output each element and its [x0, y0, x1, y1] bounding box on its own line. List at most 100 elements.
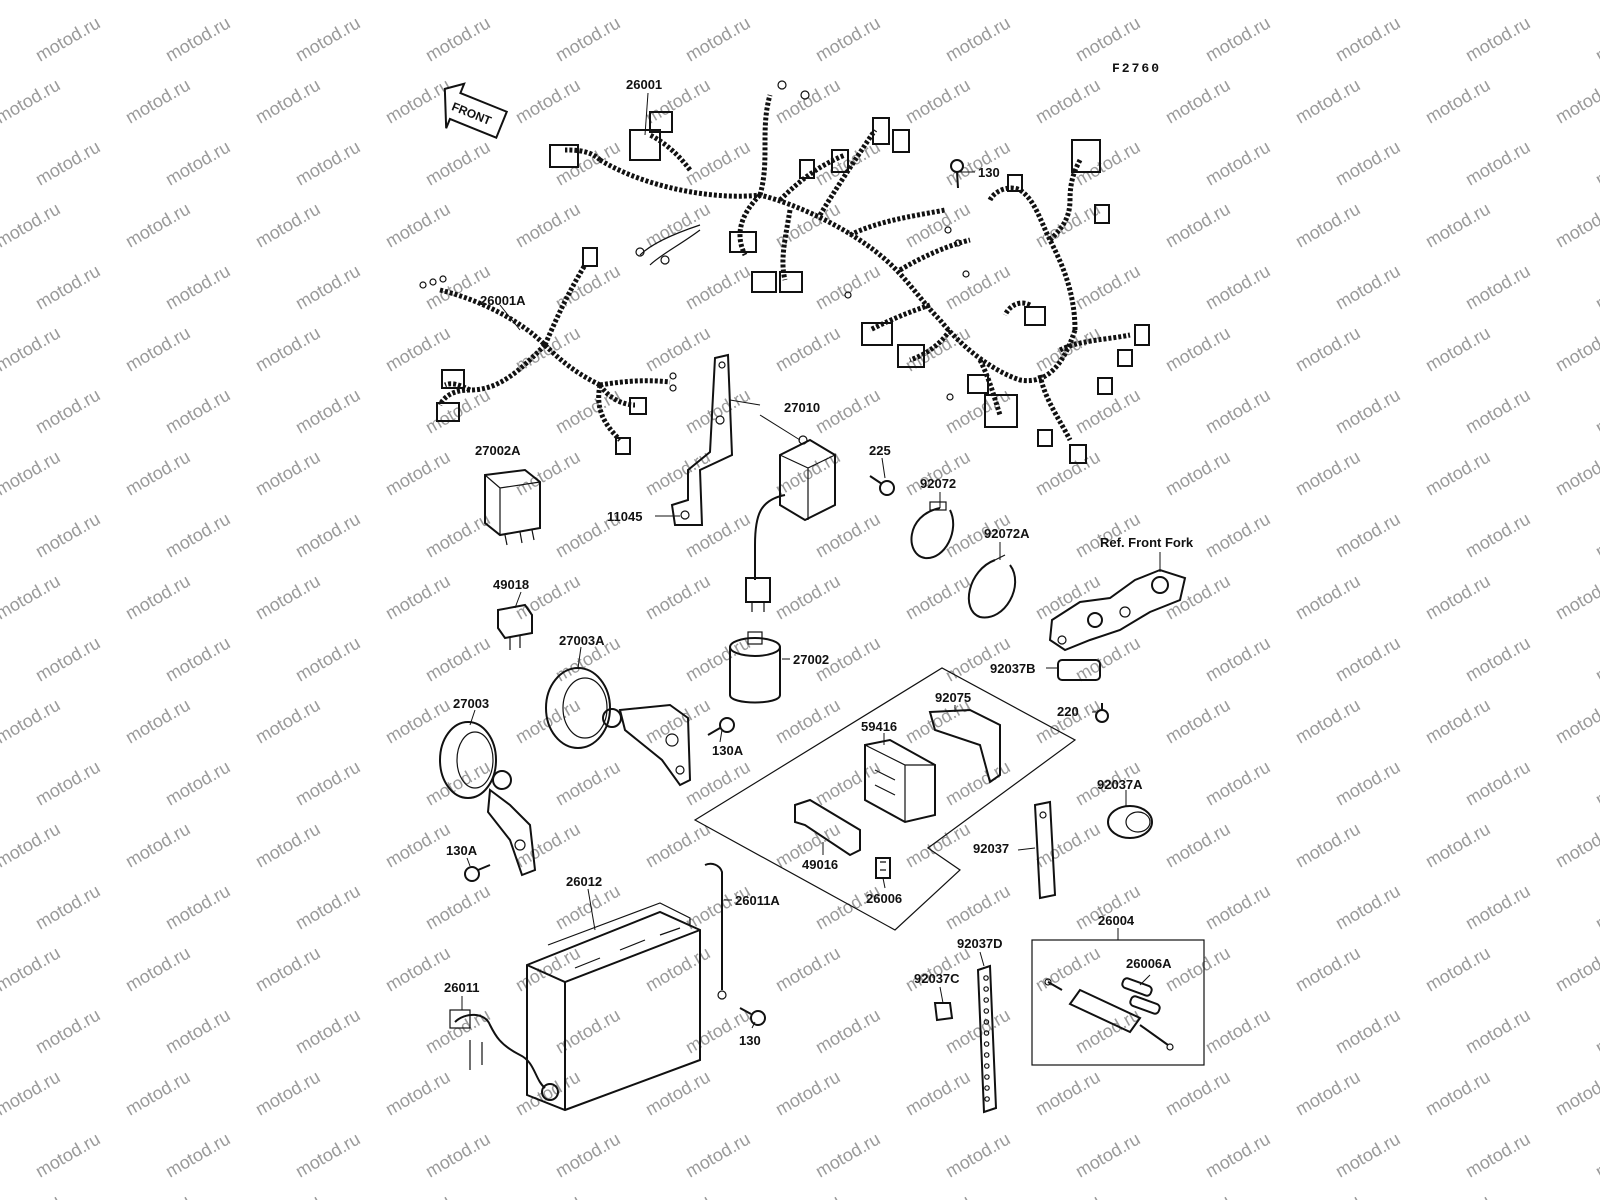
label-11045: 11045 [607, 509, 642, 524]
watermark-text: motod.ru [642, 1191, 714, 1200]
watermark-text: motod.ru [292, 1129, 364, 1182]
watermark-text: motod.ru [252, 447, 324, 500]
watermark-text: motod.ru [1162, 323, 1234, 376]
fuse-box-59416 [864, 738, 936, 824]
watermark-text: motod.ru [942, 13, 1014, 66]
watermark-text: motod.ru [252, 0, 324, 3]
watermark-text: motod.ru [382, 943, 454, 996]
watermark-text: motod.ru [1332, 633, 1404, 686]
watermark-text: motod.ru [1292, 1067, 1364, 1120]
watermark-text: motod.ru [252, 819, 324, 872]
watermark-text: motod.ru [1162, 695, 1234, 748]
watermark-text: motod.ru [902, 447, 974, 500]
watermark-text: motod.ru [812, 1129, 884, 1182]
label-26011: 26011 [444, 980, 479, 995]
watermark-text: motod.ru [1332, 757, 1404, 810]
watermark-text: motod.ru [0, 1067, 64, 1120]
watermark-text: motod.ru [1162, 943, 1234, 996]
watermark-text: motod.ru [1292, 323, 1364, 376]
watermark-text: motod.ru [292, 757, 364, 810]
watermark-text: motod.ru [1592, 881, 1600, 934]
strip-hole [983, 1063, 990, 1069]
watermark-text: motod.ru [292, 261, 364, 314]
watermark-text: motod.ru [382, 819, 454, 872]
watermark-text: motod.ru [642, 571, 714, 624]
watermark-text: motod.ru [1592, 261, 1600, 314]
watermark-text: motod.ru [552, 261, 624, 314]
watermark-text: motod.ru [1032, 819, 1104, 872]
watermark-text: motod.ru [902, 1191, 974, 1200]
watermark-text: motod.ru [32, 13, 104, 66]
label-130A-right: 130A [712, 743, 744, 758]
fuse-kit-26004 [1031, 939, 1205, 1066]
front-fork-bracket [1048, 568, 1187, 652]
watermark-text: motod.ru [902, 199, 974, 252]
watermark-text: motod.ru [1592, 1005, 1600, 1058]
label-27003A: 27003A [559, 633, 605, 648]
watermark-text: motod.ru [252, 571, 324, 624]
watermark-text: motod.ru [942, 633, 1014, 686]
label-26006: 26006 [866, 891, 902, 906]
watermark-text: motod.ru [382, 695, 454, 748]
watermark-text: motod.ru [122, 447, 194, 500]
watermark-text: motod.ru [1072, 261, 1144, 314]
watermark-text: motod.ru [682, 1005, 754, 1058]
watermark-text: motod.ru [1332, 881, 1404, 934]
watermark-text: motod.ru [292, 13, 364, 66]
watermark-text: motod.ru [422, 137, 494, 190]
cable-26011 [449, 1009, 559, 1101]
watermark-text: motod.ru [942, 757, 1014, 810]
label-92037D: 92037D [957, 936, 1003, 951]
watermark-text: motod.ru [552, 757, 624, 810]
watermark-text: motod.ru [772, 323, 844, 376]
watermark-text: motod.ru [1032, 75, 1104, 128]
watermark-text: motod.ru [1202, 633, 1274, 686]
watermark-text: motod.ru [1422, 447, 1494, 500]
watermark-text: motod.ru [422, 1129, 494, 1182]
watermark-text: motod.ru [682, 385, 754, 438]
watermark-text: motod.ru [32, 261, 104, 314]
watermark-text: motod.ru [1552, 695, 1600, 748]
relay-27002A [484, 468, 541, 546]
label-26001: 26001 [626, 77, 662, 92]
watermark-text: motod.ru [682, 757, 754, 810]
watermark-text: motod.ru [122, 1067, 194, 1120]
clamp-92072 [910, 501, 955, 560]
watermark-text: motod.ru [0, 447, 64, 500]
watermark-text: motod.ru [422, 1005, 494, 1058]
watermark-text: motod.ru [682, 509, 754, 562]
label-130-bottom: 130 [739, 1033, 761, 1048]
watermark-text: motod.ru [1422, 571, 1494, 624]
watermark-text: motod.ru [902, 1067, 974, 1120]
strip-hole [983, 975, 989, 981]
watermark-text: motod.ru [382, 1067, 454, 1120]
strip-hole [983, 997, 990, 1003]
watermark-text: motod.ru [252, 695, 324, 748]
watermark-text: motod.ru [1332, 385, 1404, 438]
watermark-text: motod.ru [1592, 757, 1600, 810]
label-92037A: 92037A [1097, 777, 1143, 792]
watermark-text: motod.ru [1162, 447, 1234, 500]
watermark-text: motod.ru [1072, 1005, 1144, 1058]
watermark-text: motod.ru [122, 1191, 194, 1200]
watermark-text: motod.ru [942, 1129, 1014, 1182]
watermark-text: motod.ru [122, 75, 194, 128]
figure-code: F2760 [1112, 61, 1161, 76]
watermark-text: motod.ru [162, 881, 234, 934]
watermark-text: motod.ru [512, 1191, 584, 1200]
watermark-text: motod.ru [1162, 1067, 1234, 1120]
label-92072: 92072 [920, 476, 956, 491]
pad-92037B [1057, 659, 1101, 681]
watermark-text: motod.ru [422, 509, 494, 562]
watermark-text: motod.ru [32, 881, 104, 934]
watermark-text: motod.ru [1162, 0, 1234, 3]
watermark-text: motod.ru [32, 633, 104, 686]
watermark-text: motod.ru [32, 509, 104, 562]
strip-hole [983, 1030, 990, 1036]
watermark-text: motod.ru [1202, 261, 1274, 314]
watermark-text: motod.ru [1292, 695, 1364, 748]
watermark-text: motod.ru [642, 323, 714, 376]
watermark-text: motod.ru [0, 695, 64, 748]
watermark-text: motod.ru [1202, 385, 1274, 438]
